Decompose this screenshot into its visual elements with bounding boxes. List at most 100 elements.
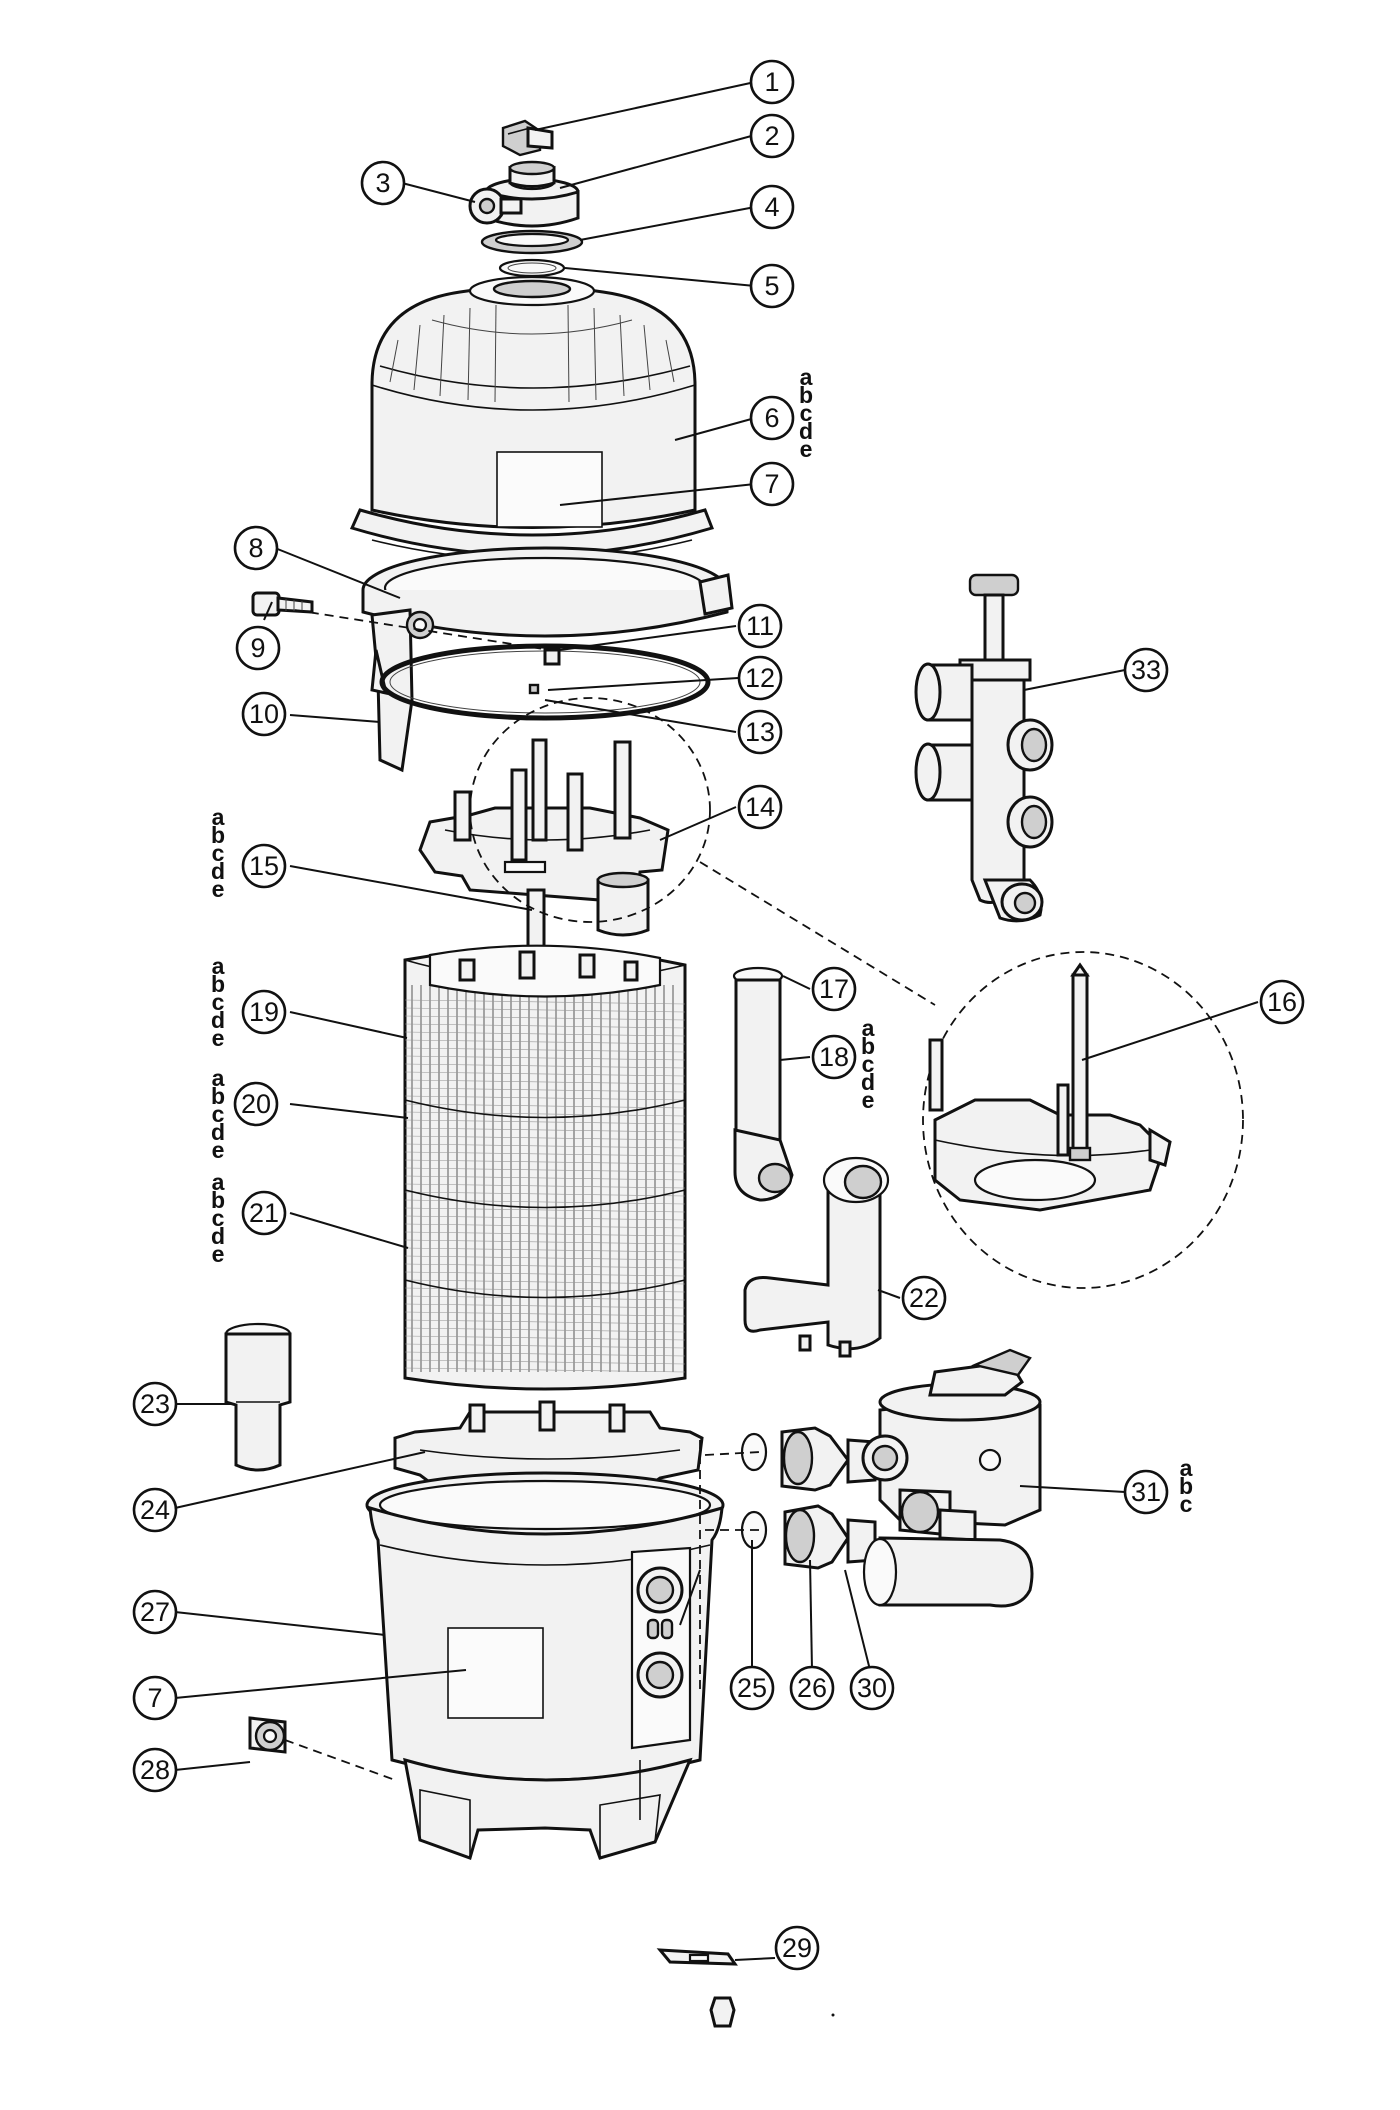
pleat-ring-line: [404, 1031, 686, 1037]
svg-text:c: c: [212, 989, 225, 1015]
pleat-ring-line: [404, 1047, 686, 1053]
variants-part-18: a b c d e: [861, 1015, 875, 1113]
svg-text:30: 30: [857, 1673, 887, 1703]
pleat-ring-line: [404, 1167, 686, 1173]
svg-text:c: c: [800, 400, 813, 426]
svg-text:c: c: [212, 840, 225, 866]
filter-lid-part-6: [349, 275, 714, 561]
svg-text:33: 33: [1131, 655, 1161, 685]
callout-2: 2: [749, 113, 795, 159]
bottom-manifold-part-24: [393, 1400, 704, 1494]
svg-text:15: 15: [249, 851, 279, 881]
clamp-latch-part-10: [370, 608, 435, 773]
pleat-ring-line: [404, 1279, 686, 1285]
callout-11: 11: [737, 603, 783, 649]
o-ring-part-5: [498, 258, 566, 278]
svg-text:1: 1: [764, 67, 779, 97]
callout-8: 8: [233, 525, 279, 571]
svg-text:2: 2: [764, 121, 779, 151]
pleat-ring-line: [404, 1079, 686, 1085]
pleat-ring-line: [404, 999, 686, 1005]
speck-mark: [831, 2013, 835, 2017]
pleat-ring-line: [404, 1143, 686, 1149]
pleat-ring-line: [404, 1015, 686, 1021]
svg-text:21: 21: [249, 1198, 279, 1228]
coupling-sleeve-part-23: [224, 1322, 292, 1472]
svg-text:b: b: [211, 822, 225, 848]
svg-text:29: 29: [782, 1933, 812, 1963]
callout-10: 10: [241, 691, 287, 737]
svg-text:24: 24: [140, 1495, 170, 1525]
callout-26: 26: [789, 1665, 835, 1711]
svg-text:d: d: [861, 1069, 875, 1095]
callout-30: 30: [849, 1665, 895, 1711]
cartridge-pleats: [404, 985, 686, 1373]
svg-text:e: e: [800, 436, 813, 462]
pleat-ring-line: [404, 1231, 686, 1237]
pleat-ring-line: [404, 1255, 686, 1261]
svg-text:a: a: [800, 364, 813, 390]
svg-text:17: 17: [819, 974, 849, 1004]
lid-o-ring-part-11-13: [379, 643, 711, 721]
pleat-ring-line: [404, 1207, 686, 1213]
callout-14: 14: [737, 784, 783, 830]
callout-16: 16: [1259, 979, 1305, 1025]
svg-text:c: c: [862, 1051, 875, 1077]
svg-text:c: c: [212, 1101, 225, 1127]
top-manifold-part-14: [418, 738, 670, 937]
svg-text:e: e: [212, 1241, 225, 1267]
svg-text:a: a: [212, 804, 225, 830]
pleat-ring-line: [404, 1271, 686, 1277]
pleat-ring-line: [404, 1223, 686, 1229]
svg-text:b: b: [861, 1033, 875, 1059]
multiport-valve-part-31: [861, 1348, 1042, 1608]
pleat-ring-line: [404, 1247, 686, 1253]
callout-22: 22: [901, 1275, 947, 1321]
svg-text:c: c: [212, 1205, 225, 1231]
drain-plug-part-28: [248, 1716, 287, 1754]
svg-text:d: d: [211, 1007, 225, 1033]
svg-text:d: d: [211, 858, 225, 884]
pleat-ring-line: [404, 1343, 686, 1349]
svg-text:22: 22: [909, 1283, 939, 1313]
svg-text:9: 9: [250, 633, 265, 663]
callout-5: 5: [749, 263, 795, 309]
svg-text:20: 20: [241, 1089, 271, 1119]
callout-31: 31: [1123, 1469, 1169, 1515]
svg-text:b: b: [211, 971, 225, 997]
svg-text:a: a: [862, 1015, 875, 1041]
svg-text:6: 6: [764, 403, 779, 433]
variants-part-6: a b c d e: [799, 364, 813, 462]
pleat-ring-line: [404, 1063, 686, 1069]
svg-text:b: b: [211, 1187, 225, 1213]
callout-6: 6: [749, 395, 795, 441]
svg-text:7: 7: [147, 1683, 162, 1713]
pleat-ring-line: [404, 1151, 686, 1157]
svg-text:27: 27: [140, 1597, 170, 1627]
variants-part-21: a b c d e: [211, 1169, 225, 1267]
callout-23: 23: [132, 1381, 178, 1427]
svg-text:25: 25: [737, 1673, 767, 1703]
svg-text:e: e: [212, 876, 225, 902]
callout-17: 17: [811, 966, 857, 1012]
pleat-ring-line: [404, 1007, 686, 1013]
pleat-ring-line: [404, 1127, 686, 1133]
svg-text:16: 16: [1267, 987, 1297, 1017]
variants-part-20: a b c d e: [211, 1065, 225, 1163]
variants-part-15: a b c d e: [211, 804, 225, 902]
callout-29: 29: [774, 1925, 820, 1971]
pleat-ring-line: [404, 1175, 686, 1181]
filter-tank-part-27: [365, 1471, 725, 1860]
svg-text:e: e: [212, 1025, 225, 1051]
callout-7-tank: 7: [132, 1675, 178, 1721]
svg-text:e: e: [212, 1137, 225, 1163]
slide-valve-part-33: [914, 573, 1054, 923]
svg-text:4: 4: [764, 192, 779, 222]
callout-4: 4: [749, 184, 795, 230]
pressure-gauge-part-3: [468, 187, 523, 225]
svg-text:a: a: [212, 953, 225, 979]
callout-3: 3: [360, 160, 406, 206]
callout-21: 21: [241, 1190, 287, 1236]
cartridge-element-part-19-21: [403, 944, 687, 1391]
